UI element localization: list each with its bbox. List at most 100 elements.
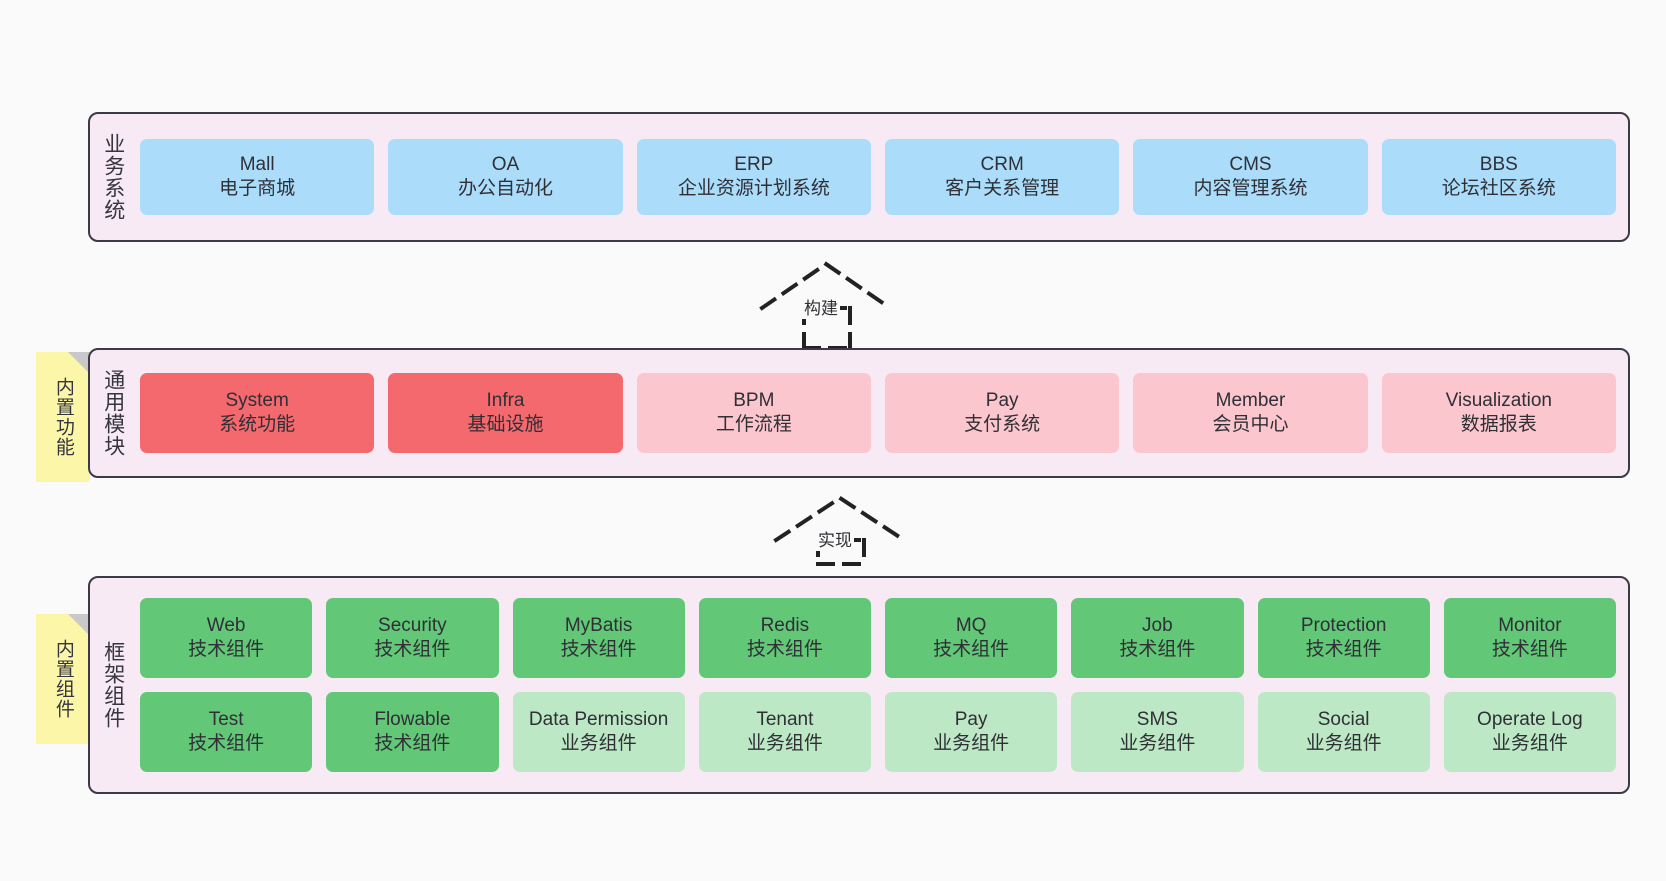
layer-business-systems: 业务系统 Mall 电子商城 OA 办公自动化 ERP 企业资源计划系统 <box>88 112 1630 242</box>
card-title: Mall <box>239 153 275 175</box>
card-title: SMS <box>1136 708 1178 730</box>
card-subtitle: 系统功能 <box>219 414 296 435</box>
card-cms[interactable]: CMS 内容管理系统 <box>1133 139 1368 215</box>
note-label: 内置组件 <box>52 639 74 719</box>
card-flowable[interactable]: Flowable 技术组件 <box>326 692 499 772</box>
card-tenant[interactable]: Tenant 业务组件 <box>698 692 871 772</box>
card-member[interactable]: Member 会员中心 <box>1133 373 1368 453</box>
card-pay-business[interactable]: Pay 业务组件 <box>885 692 1058 772</box>
card-subtitle: 业务组件 <box>1119 733 1196 754</box>
card-rows-framework-components: Web 技术组件 Security 技术组件 MyBatis 技术组件 Redi… <box>140 598 1616 772</box>
card-system[interactable]: System 系统功能 <box>140 373 375 453</box>
connector-implement: 实现 <box>772 494 912 568</box>
card-pay[interactable]: Pay 支付系统 <box>884 373 1120 453</box>
card-subtitle: 业务组件 <box>933 733 1010 754</box>
card-subtitle: 支付系统 <box>964 414 1041 435</box>
card-title: Job <box>1142 614 1173 636</box>
connector-label-implement: 实现 <box>816 526 854 551</box>
card-title: Protection <box>1300 614 1387 636</box>
layer-body-framework-components: Web 技术组件 Security 技术组件 MyBatis 技术组件 Redi… <box>136 578 1628 792</box>
card-subtitle: 技术组件 <box>1305 639 1382 660</box>
card-subtitle: 技术组件 <box>188 639 265 660</box>
note-builtin-components: 内置组件 <box>36 614 90 744</box>
card-title: OA <box>491 153 520 175</box>
card-title: MyBatis <box>564 614 633 636</box>
layer-common-modules: 通用模块 System 系统功能 Infra 基础设施 BPM 工作流程 <box>88 348 1630 478</box>
card-title: Data Permission <box>528 708 669 730</box>
card-subtitle: 技术组件 <box>1491 639 1568 660</box>
card-mq[interactable]: MQ 技术组件 <box>885 598 1058 678</box>
note-fold-icon <box>68 614 90 636</box>
card-title: CRM <box>980 153 1024 175</box>
card-title: MQ <box>955 614 987 636</box>
layer-body-business-systems: Mall 电子商城 OA 办公自动化 ERP 企业资源计划系统 CRM 客户关系… <box>136 114 1628 240</box>
card-subtitle: 技术组件 <box>374 733 451 754</box>
connector-build: 构建 <box>758 258 898 352</box>
card-subtitle: 论坛社区系统 <box>1441 178 1556 199</box>
card-title: BBS <box>1479 153 1518 175</box>
card-monitor[interactable]: Monitor 技术组件 <box>1443 598 1616 678</box>
card-security[interactable]: Security 技术组件 <box>326 598 499 678</box>
card-protection[interactable]: Protection 技术组件 <box>1257 598 1430 678</box>
card-subtitle: 技术组件 <box>374 639 451 660</box>
card-social[interactable]: Social 业务组件 <box>1257 692 1430 772</box>
card-title: Flowable <box>374 708 451 730</box>
card-title: Infra <box>486 389 525 411</box>
card-title: Test <box>208 708 244 730</box>
card-test[interactable]: Test 技术组件 <box>140 692 313 772</box>
card-mybatis[interactable]: MyBatis 技术组件 <box>512 598 685 678</box>
card-redis[interactable]: Redis 技术组件 <box>698 598 871 678</box>
card-title: Web <box>206 614 246 636</box>
card-title: Pay <box>954 708 988 730</box>
card-subtitle: 客户关系管理 <box>945 178 1060 199</box>
card-title: Redis <box>760 614 810 636</box>
card-subtitle: 工作流程 <box>715 414 792 435</box>
card-title: Pay <box>985 389 1019 411</box>
card-visualization[interactable]: Visualization 数据报表 <box>1381 373 1616 453</box>
layer-title-business-systems: 业务系统 <box>101 133 125 221</box>
layer-title-common-modules: 通用模块 <box>101 369 125 457</box>
card-web[interactable]: Web 技术组件 <box>140 598 313 678</box>
card-bbs[interactable]: BBS 论坛社区系统 <box>1381 139 1616 215</box>
card-subtitle: 业务组件 <box>746 733 823 754</box>
card-row: System 系统功能 Infra 基础设施 BPM 工作流程 Pay 支付系统 <box>140 373 1616 453</box>
card-erp[interactable]: ERP 企业资源计划系统 <box>636 139 871 215</box>
card-rows-business-systems: Mall 电子商城 OA 办公自动化 ERP 企业资源计划系统 CRM 客户关系… <box>140 139 1616 215</box>
card-operate-log[interactable]: Operate Log 业务组件 <box>1443 692 1616 772</box>
layer-title-framework-components: 框架组件 <box>101 641 125 729</box>
connector-label-build: 构建 <box>802 294 840 319</box>
card-data-permission[interactable]: Data Permission 业务组件 <box>512 692 685 772</box>
card-title: Visualization <box>1445 389 1552 411</box>
card-subtitle: 业务组件 <box>1491 733 1568 754</box>
card-subtitle: 会员中心 <box>1212 414 1289 435</box>
card-infra[interactable]: Infra 基础设施 <box>388 373 623 453</box>
card-bpm[interactable]: BPM 工作流程 <box>636 373 871 453</box>
card-title: Security <box>378 614 447 636</box>
card-row: Mall 电子商城 OA 办公自动化 ERP 企业资源计划系统 CRM 客户关系… <box>140 139 1616 215</box>
card-title: ERP <box>734 153 774 175</box>
card-subtitle: 办公自动化 <box>457 178 553 199</box>
card-subtitle: 企业资源计划系统 <box>677 178 830 199</box>
card-subtitle: 技术组件 <box>560 639 637 660</box>
card-crm[interactable]: CRM 客户关系管理 <box>884 139 1120 215</box>
card-subtitle: 基础设施 <box>467 414 544 435</box>
card-rows-common-modules: System 系统功能 Infra 基础设施 BPM 工作流程 Pay 支付系统 <box>140 373 1616 453</box>
note-label: 内置功能 <box>52 377 74 457</box>
card-title: Tenant <box>756 708 814 730</box>
card-subtitle: 业务组件 <box>1305 733 1382 754</box>
note-builtin-features: 内置功能 <box>36 352 90 482</box>
card-sms[interactable]: SMS 业务组件 <box>1071 692 1244 772</box>
card-mall[interactable]: Mall 电子商城 <box>140 139 375 215</box>
card-subtitle: 技术组件 <box>933 639 1010 660</box>
card-oa[interactable]: OA 办公自动化 <box>388 139 623 215</box>
card-subtitle: 业务组件 <box>560 733 637 754</box>
note-fold-icon <box>68 352 90 374</box>
card-subtitle: 技术组件 <box>746 639 823 660</box>
card-subtitle: 内容管理系统 <box>1193 178 1308 199</box>
card-title: Member <box>1215 389 1286 411</box>
card-job[interactable]: Job 技术组件 <box>1071 598 1244 678</box>
card-title: Operate Log <box>1477 708 1583 730</box>
card-subtitle: 电子商城 <box>219 178 296 199</box>
card-title: System <box>225 389 289 411</box>
